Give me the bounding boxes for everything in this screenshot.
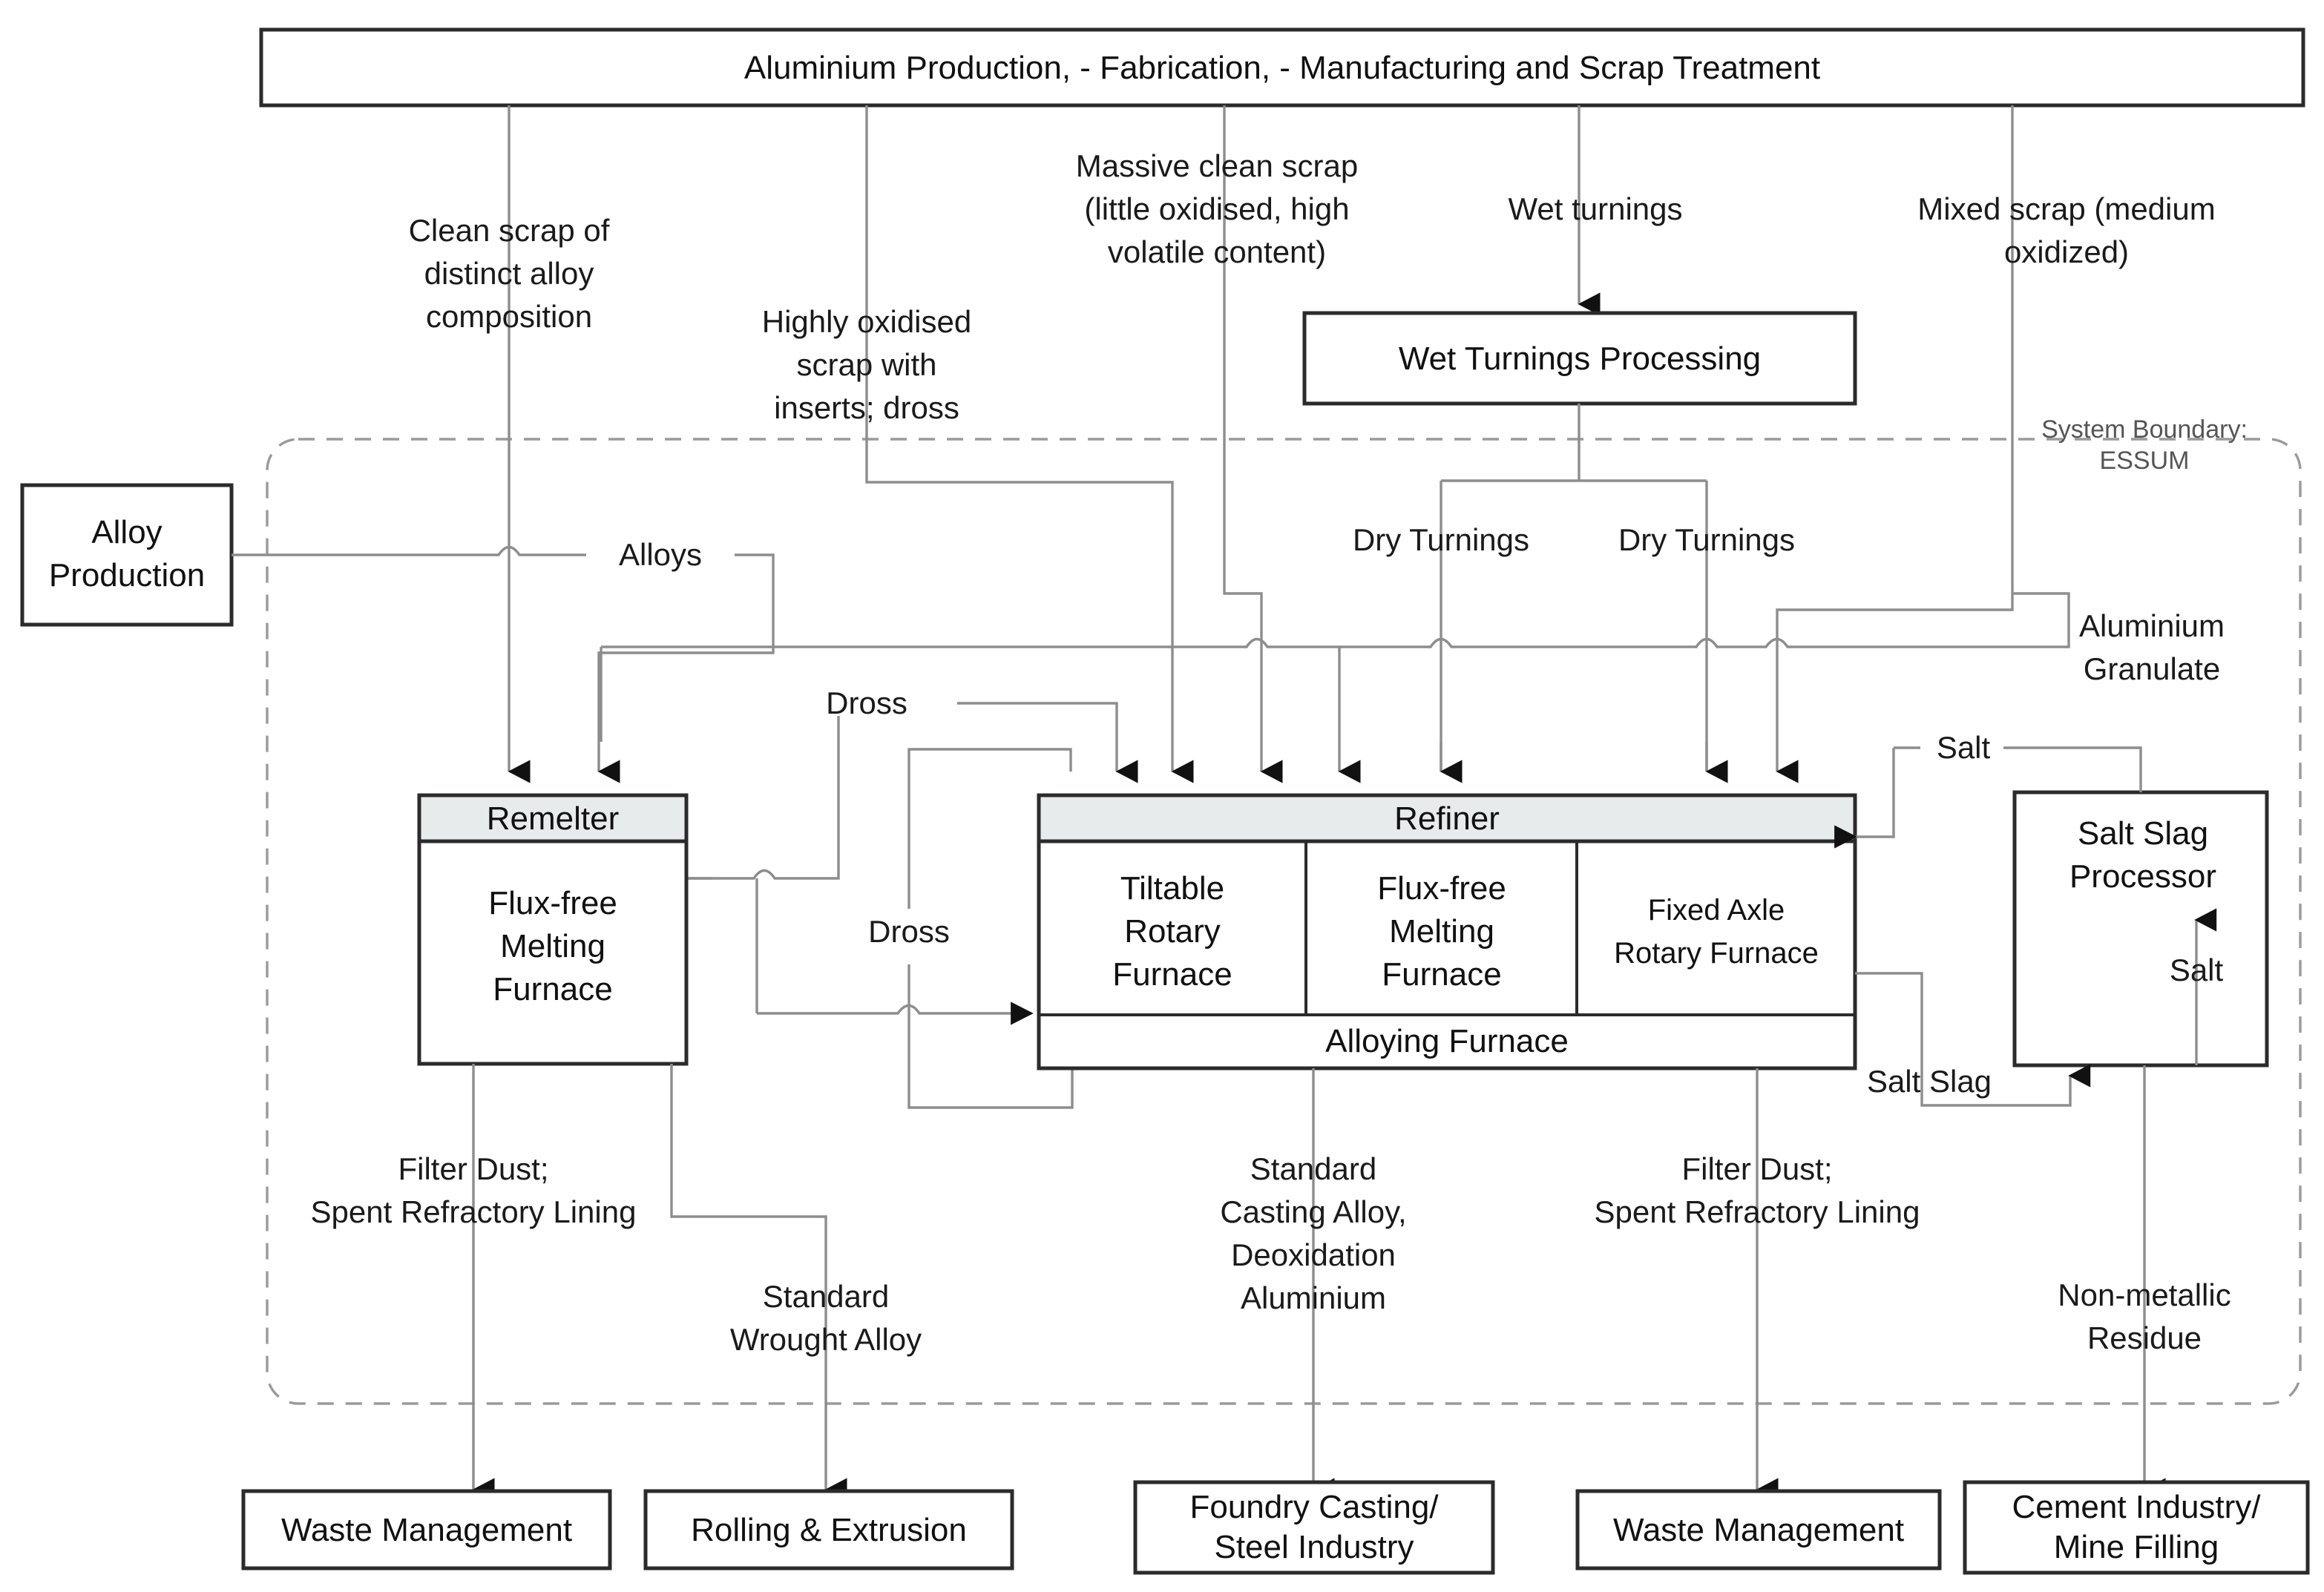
- out-cement-label-1: Cement Industry/: [2012, 1489, 2261, 1525]
- label-filter-dust-left-1: Filter Dust;: [398, 1151, 548, 1186]
- label-wet-turnings: Wet turnings: [1509, 191, 1683, 226]
- label-salt-top: Salt: [1937, 730, 1991, 765]
- label-standard-casting-3: Deoxidation: [1231, 1237, 1396, 1272]
- salt-slag-processor-box: [2012, 790, 2269, 1068]
- label-aluminium-granulate-1: Aluminium: [2079, 608, 2225, 643]
- label-clean-scrap-3: composition: [426, 299, 592, 334]
- remelter-header-band: [417, 793, 689, 843]
- label-salt-bottom: Salt: [2170, 953, 2224, 987]
- dry-turnings-split: [1440, 404, 1708, 772]
- dross-upper-line-b: [957, 702, 1138, 783]
- salt-slag-line: [1855, 972, 2091, 1107]
- refiner-cell1-label-1: Tiltable: [1120, 870, 1224, 907]
- salt-top-line-c: [2003, 746, 2142, 792]
- label-filter-dust-right-1: Filter Dust;: [1681, 1151, 1832, 1186]
- refiner-footer-label: Alloying Furnace: [1325, 1023, 1569, 1059]
- label-clean-scrap-2: distinct alloy: [424, 256, 594, 291]
- out-cement-box: [1963, 1480, 2310, 1575]
- wet-turnings-processing-label: Wet Turnings Processing: [1399, 341, 1761, 377]
- remelter-body-label-2: Melting: [500, 928, 605, 964]
- label-non-metallic-2: Residue: [2087, 1320, 2202, 1355]
- alloys-line-b: [597, 553, 775, 783]
- alloy-production-label-2: Production: [49, 557, 205, 593]
- label-highly-oxidised-1: Highly oxidised: [762, 304, 971, 339]
- remelter-wrought-alloy-line: [670, 1064, 847, 1501]
- out-waste-right-box: [1575, 1489, 1942, 1570]
- label-salt-slag: Salt Slag: [1867, 1064, 1992, 1099]
- refiner-header-label: Refiner: [1394, 800, 1500, 837]
- label-dry-turnings-1: Dry Turnings: [1353, 522, 1529, 557]
- label-non-metallic-1: Non-metallic: [2058, 1277, 2231, 1312]
- label-clean-scrap-1: Clean scrap of: [409, 213, 610, 248]
- refiner-cell2-label-2: Melting: [1389, 913, 1494, 950]
- remelter-body-label-3: Furnace: [493, 971, 612, 1007]
- label-dross-upper: Dross: [826, 685, 907, 720]
- label-aluminium-granulate-2: Granulate: [2084, 651, 2220, 686]
- out-waste-left-box: [241, 1489, 612, 1570]
- dross-lower-arrow-in: [757, 1001, 1034, 1025]
- salt-slag-processor-label-1: Salt Slag: [2078, 815, 2208, 852]
- out-rolling-label: Rolling & Extrusion: [691, 1512, 967, 1548]
- label-mixed-scrap-2: oxidized): [2004, 234, 2129, 269]
- label-mixed-scrap-1: Mixed scrap (medium: [1917, 191, 2215, 226]
- salt-top-line-a: [1834, 748, 1895, 849]
- label-filter-dust-right-2: Spent Refractory Lining: [1595, 1194, 1920, 1229]
- out-foundry-box: [1133, 1480, 1495, 1575]
- label-standard-casting-2: Casting Alloy,: [1220, 1194, 1406, 1229]
- refiner-cell1-label-3: Furnace: [1112, 956, 1232, 993]
- aluminium-granulate-bus: [600, 592, 2070, 742]
- label-highly-oxidised-2: scrap with: [796, 347, 936, 382]
- refiner-cell1-label-2: Rotary: [1124, 913, 1221, 950]
- refiner-header-band: [1037, 793, 1857, 843]
- flow-massive-clean-line: [1223, 105, 1283, 783]
- label-standard-wrought-1: Standard: [763, 1279, 889, 1314]
- label-alloys: Alloys: [619, 537, 702, 572]
- flow-highly-oxidised-line: [865, 105, 1194, 783]
- out-foundry-label-2: Steel Industry: [1214, 1529, 1414, 1565]
- refiner-cell2-label-1: Flux-free: [1377, 870, 1506, 907]
- out-waste-left-label: Waste Management: [281, 1512, 572, 1548]
- salt-slag-processor-label-2: Processor: [2069, 858, 2216, 895]
- system-boundary-label-2: ESSUM: [2100, 447, 2190, 475]
- label-standard-wrought-2: Wrought Alloy: [730, 1322, 922, 1357]
- refiner-cell2-label-3: Furnace: [1382, 956, 1501, 993]
- title-bar-label: Aluminium Production, - Fabrication, - M…: [744, 50, 1820, 86]
- out-waste-right-label: Waste Management: [1613, 1512, 1904, 1548]
- system-boundary-rect: [266, 438, 2302, 1405]
- label-massive-clean-2: (little oxidised, high: [1084, 191, 1349, 226]
- dross-lower-line-a: [907, 748, 1072, 909]
- alloys-line: [232, 545, 586, 556]
- dross-lower-line-b: [907, 964, 1074, 1109]
- remelter-body-label-1: Flux-free: [488, 885, 617, 921]
- label-massive-clean-1: Massive clean scrap: [1076, 148, 1358, 183]
- out-foundry-label-1: Foundry Casting/: [1189, 1489, 1439, 1525]
- flow-mixed-scrap-line: [1776, 105, 2014, 783]
- remelter-header-label: Remelter: [487, 800, 620, 837]
- label-standard-casting-1: Standard: [1250, 1151, 1376, 1186]
- label-massive-clean-3: volatile content): [1108, 234, 1326, 269]
- out-cement-label-2: Mine Filling: [2054, 1529, 2219, 1565]
- label-standard-casting-4: Aluminium: [1241, 1280, 1386, 1315]
- out-rolling-box: [643, 1489, 1014, 1570]
- label-highly-oxidised-3: inserts; dross: [774, 390, 959, 425]
- title-bar-box: [259, 27, 2305, 108]
- refiner-cell3-label-2: Rotary Furnace: [1614, 937, 1819, 970]
- system-boundary-label-1: System Boundary:: [2041, 415, 2248, 444]
- refiner-cell3-label-1: Fixed Axle: [1648, 894, 1785, 927]
- dross-upper-line-a: [686, 716, 840, 880]
- label-filter-dust-left-2: Spent Refractory Lining: [311, 1194, 637, 1229]
- alloy-production-box: [20, 483, 234, 627]
- label-dry-turnings-2: Dry Turnings: [1618, 522, 1795, 557]
- label-dross-lower: Dross: [868, 914, 950, 949]
- alloy-production-label-1: Alloy: [91, 514, 162, 550]
